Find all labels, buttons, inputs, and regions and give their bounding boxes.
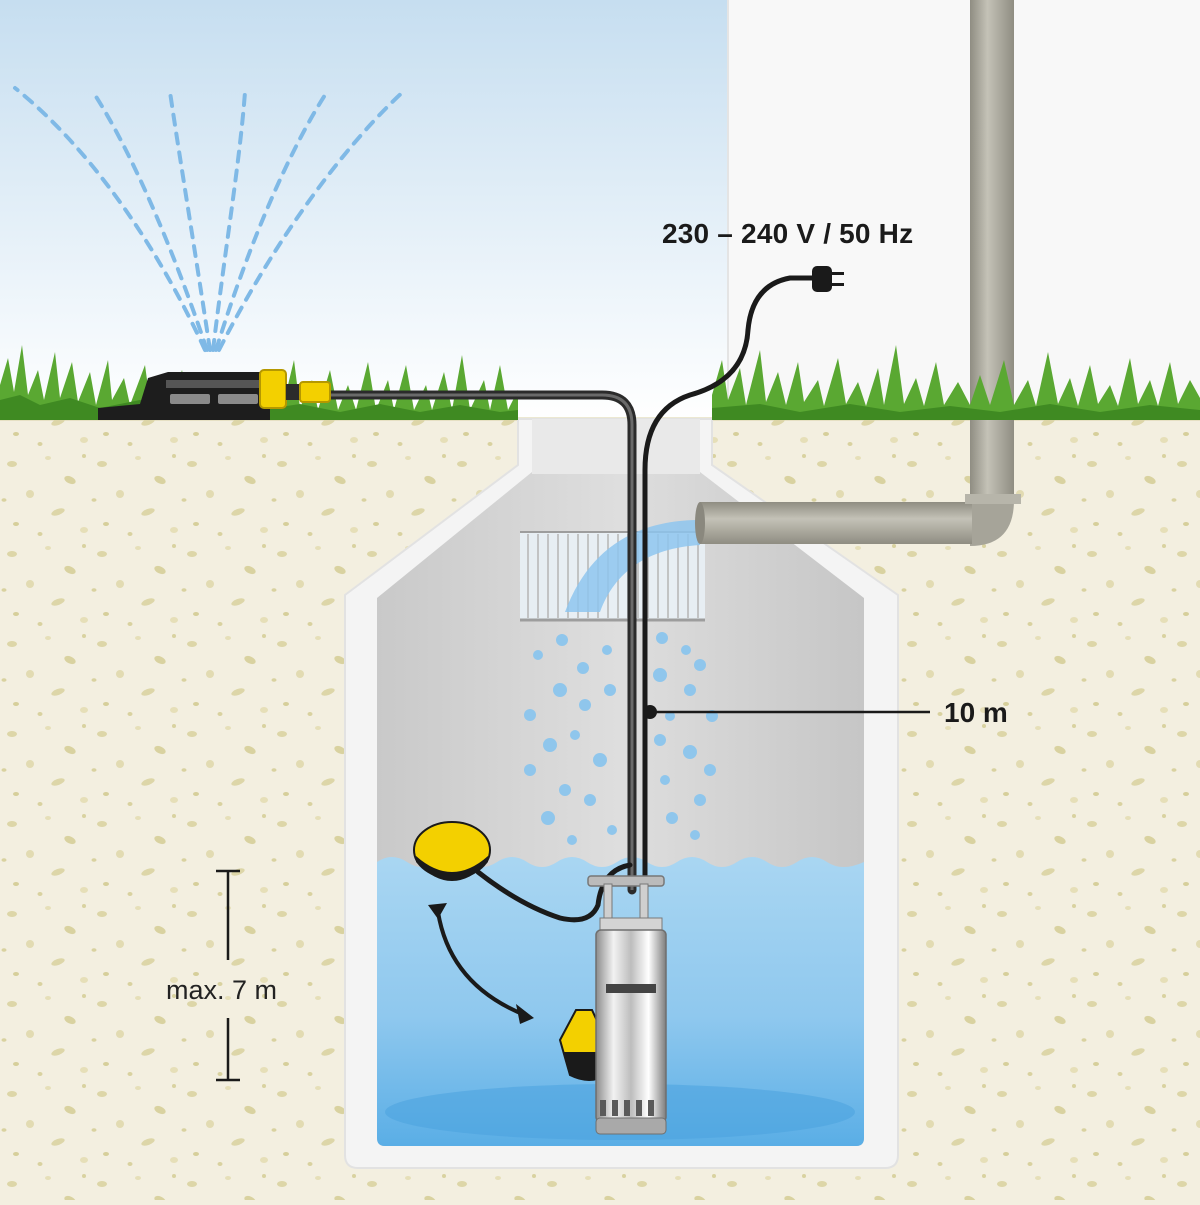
building-wall	[728, 0, 1200, 420]
max-depth-label: max. 7 m	[166, 975, 277, 1006]
tank-neck	[532, 419, 700, 474]
voltage-label: 230 – 240 V / 50 Hz	[662, 218, 913, 250]
filter-basket	[520, 520, 705, 620]
cable-length-label: 10 m	[944, 697, 1008, 729]
